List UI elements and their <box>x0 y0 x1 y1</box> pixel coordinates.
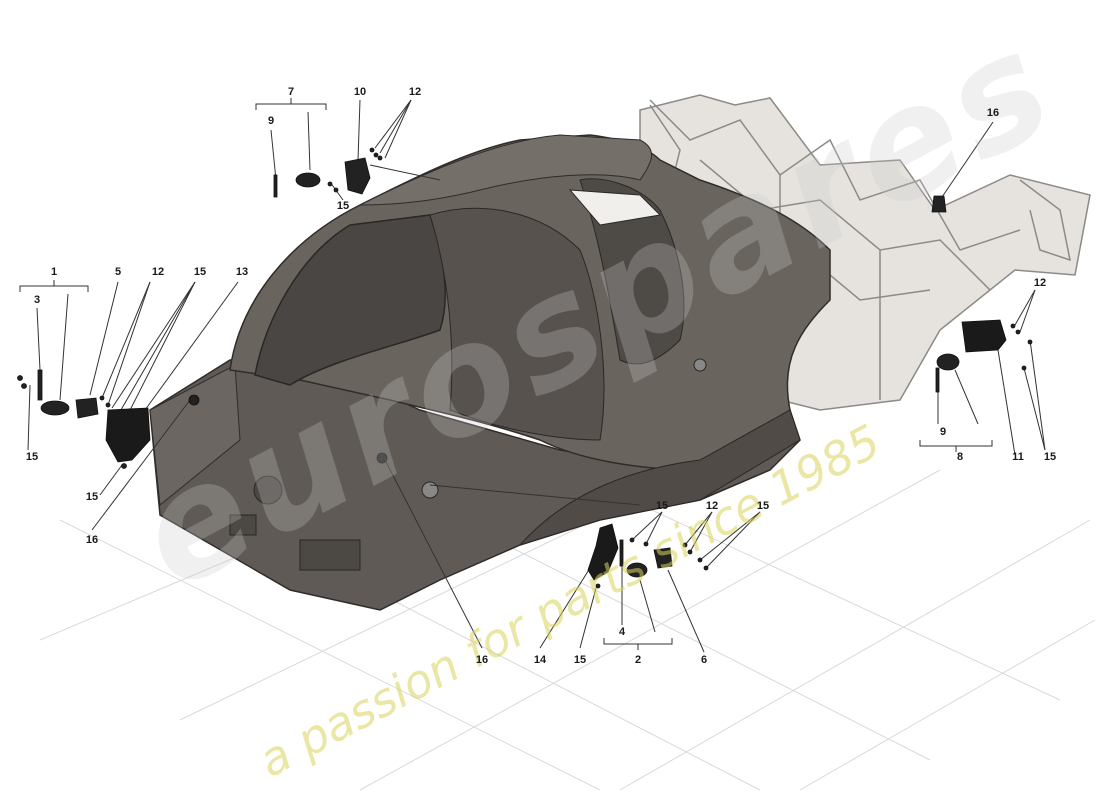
callout-12[interactable]: 12 <box>1033 277 1047 289</box>
component-parts <box>17 147 1033 589</box>
callout-3[interactable]: 3 <box>33 294 41 306</box>
bump-stop-right <box>931 195 947 213</box>
callout-15[interactable]: 15 <box>193 266 207 278</box>
callout-16[interactable]: 16 <box>475 654 489 666</box>
sensor-rod-right <box>935 367 940 393</box>
callout-16[interactable]: 16 <box>85 534 99 546</box>
callout-13[interactable]: 13 <box>235 266 249 278</box>
sensor-rod-left <box>37 369 43 401</box>
callout-9[interactable]: 9 <box>267 115 275 127</box>
callout-8[interactable]: 8 <box>956 451 964 463</box>
height-sensor-right <box>936 353 960 371</box>
callout-15[interactable]: 15 <box>1043 451 1057 463</box>
callout-14[interactable]: 14 <box>533 654 547 666</box>
callout-6[interactable]: 6 <box>700 654 708 666</box>
callout-12[interactable]: 12 <box>151 266 165 278</box>
bracket-bottom <box>587 523 619 581</box>
callout-15[interactable]: 15 <box>573 654 587 666</box>
callout-2[interactable]: 2 <box>634 654 642 666</box>
leader-lines <box>19 98 1046 653</box>
callout-15[interactable]: 15 <box>336 200 350 212</box>
callout-16[interactable]: 16 <box>986 107 1000 119</box>
callout-15[interactable]: 15 <box>756 500 770 512</box>
bracket-left <box>105 407 151 463</box>
bump-stop-left <box>188 394 200 406</box>
callout-10[interactable]: 10 <box>353 86 367 98</box>
sensor-cover-left <box>75 397 99 419</box>
height-sensor-bottom <box>626 562 648 578</box>
callout-1[interactable]: 1 <box>50 266 58 278</box>
callout-5[interactable]: 5 <box>114 266 122 278</box>
height-sensor-left <box>40 400 70 416</box>
sensor-rod-top <box>273 174 278 198</box>
carbon-tub <box>149 134 831 611</box>
callout-9[interactable]: 9 <box>939 426 947 438</box>
callout-15[interactable]: 15 <box>25 451 39 463</box>
sensor-cover-top <box>344 157 371 195</box>
sensor-rod-bottom <box>619 539 624 567</box>
callout-15[interactable]: 15 <box>85 491 99 503</box>
height-sensor-top <box>295 172 321 188</box>
callout-12[interactable]: 12 <box>705 500 719 512</box>
callout-7[interactable]: 7 <box>287 86 295 98</box>
callout-15[interactable]: 15 <box>655 500 669 512</box>
sensor-cover-bottom <box>653 547 673 569</box>
callout-11[interactable]: 11 <box>1012 451 1024 463</box>
callout-12[interactable]: 12 <box>408 86 422 98</box>
bracket-right <box>961 319 1007 353</box>
bump-stop-center <box>376 452 388 464</box>
callout-4[interactable]: 4 <box>618 626 626 638</box>
